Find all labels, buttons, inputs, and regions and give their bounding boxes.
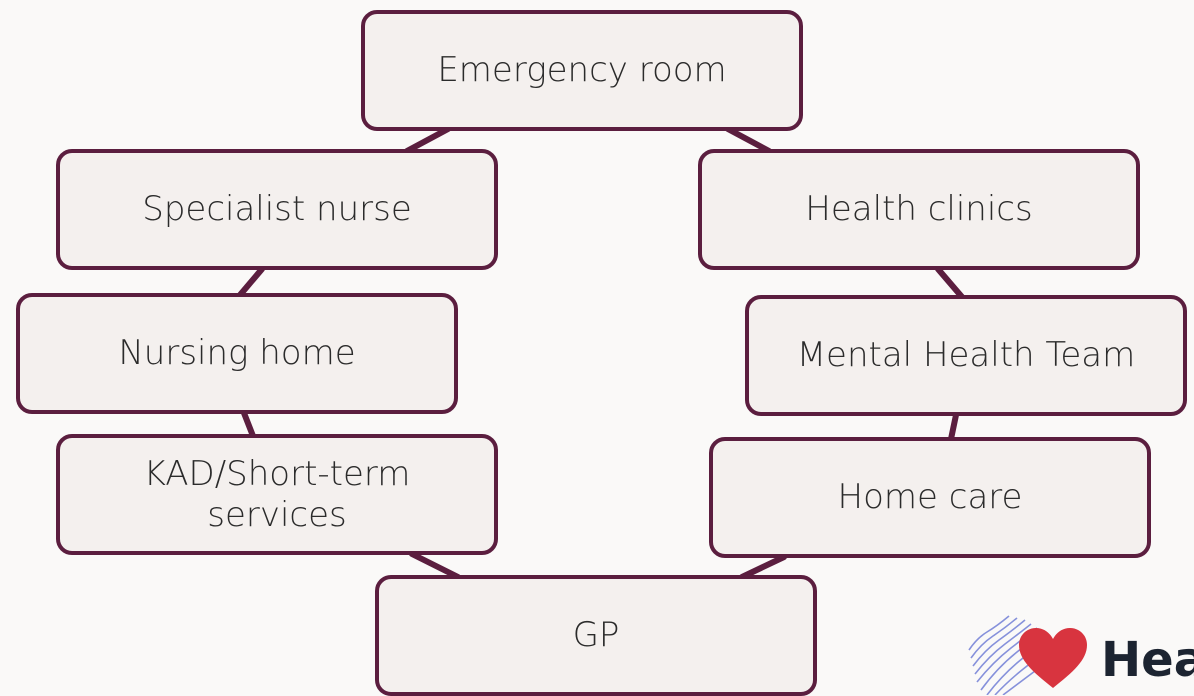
connector-emergency-health <box>725 126 772 154</box>
node-label: Mental Health Team <box>796 335 1136 376</box>
heart-icon <box>968 615 1087 695</box>
node-health-clinics: Health clinics <box>698 149 1140 270</box>
node-home-care: Home care <box>709 437 1151 558</box>
node-kad-short-term-services: KAD/Short-term services <box>56 434 498 555</box>
logo-text: Hea <box>1101 632 1194 688</box>
node-label: GP <box>572 615 620 656</box>
connector-mental-homecare <box>948 412 959 442</box>
connector-specialist-nursing <box>237 266 265 298</box>
connector-nursing-kad <box>241 410 256 439</box>
node-emergency-room: Emergency room <box>361 10 803 131</box>
node-label: KAD/Short-term services <box>143 453 411 535</box>
node-label: Specialist nurse <box>142 189 412 230</box>
node-mental-health-team: Mental Health Team <box>745 295 1187 416</box>
connector-health-mental <box>935 266 965 300</box>
connector-emergency-specialist <box>404 126 451 154</box>
node-label: Emergency room <box>437 50 727 91</box>
node-gp: GP <box>375 575 817 696</box>
connector-kad-gp <box>409 551 461 580</box>
connector-homecare-gp <box>739 554 787 580</box>
node-specialist-nurse: Specialist nurse <box>56 149 498 270</box>
node-label: Health clinics <box>805 189 1033 230</box>
brand-logo: Hea <box>965 610 1194 695</box>
node-nursing-home: Nursing home <box>16 293 458 414</box>
node-label: Nursing home <box>118 333 356 374</box>
node-label: Home care <box>837 477 1023 518</box>
